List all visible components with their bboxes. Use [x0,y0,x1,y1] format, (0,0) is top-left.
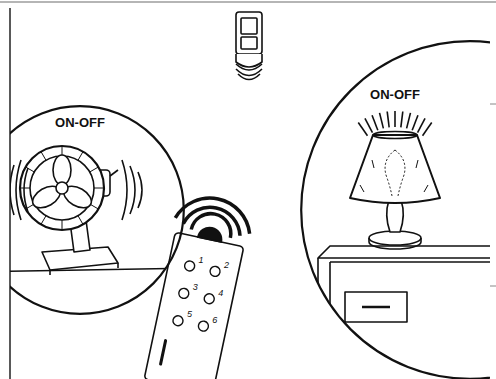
light-ray [365,118,373,132]
vibration-mark [130,166,135,214]
lamp-stand [387,200,404,232]
vibration-mark [16,160,21,220]
lamp-base [369,231,421,245]
grill-wire [90,167,99,172]
button-number: 4 [218,289,223,298]
light-ray [387,111,389,127]
drawer-handle [362,306,390,308]
fan-grill [20,146,104,230]
lamp-scene [318,111,490,379]
receiver-body [236,54,262,67]
fan-base [49,270,51,275]
light-ray [418,118,426,132]
frame-tick [490,104,496,105]
on-off-circle: ON-OFF [300,40,490,379]
circle-outline [10,105,185,315]
frame-tick [490,286,496,287]
remote-slot [161,341,166,364]
lamp-shade [350,135,440,203]
grill-wire [94,188,104,189]
light-ray [412,115,418,130]
remote-button [209,265,221,277]
remote-control [141,191,255,379]
remote-button [197,320,209,332]
grill-wire [20,188,30,189]
button-number: 1 [199,256,204,265]
switch-label: ON-OFF [55,116,105,130]
circle-outline [10,106,184,314]
light-ray [372,115,378,130]
fan-hub [56,182,68,194]
button-number: 5 [187,310,192,319]
receiver-socket [241,18,257,34]
remote-body [144,232,244,379]
button-number: 2 [224,261,229,270]
fan-guard [20,146,104,230]
table-front [317,258,319,379]
receiver-signal [236,69,262,76]
vibration-mark [10,165,14,215]
scene-clip: ON-OFF ON-OFF [10,4,490,379]
receiver-body [236,12,262,54]
remote-emitter [198,225,224,242]
lamp-base [369,238,421,249]
receiver-module [236,12,262,80]
receiver-window [241,37,257,49]
light-ray [380,113,384,129]
light-bulb [385,150,405,196]
light-ray [394,111,396,127]
fan-guard [30,156,94,220]
remote-buttons [172,260,221,332]
vibration-mark [122,160,127,220]
remote-signal [175,191,255,234]
light-glow [360,160,428,192]
receiver-signal [236,64,262,70]
grill-wire [62,220,63,230]
grill-wire [78,216,83,225]
circle-outline [301,41,490,379]
button-number: 3 [193,283,198,292]
fan-blade [53,155,71,185]
light-ray [401,111,403,127]
switch-label: ON-OFF [370,88,420,102]
remote-button [203,293,215,305]
remote-button [178,287,190,299]
light-ray [423,123,432,136]
on-off-circle: ON-OFF [10,105,185,315]
frame-top [0,1,496,3]
button-number: 6 [212,316,217,325]
grill-wire [41,216,46,225]
remote-button [172,315,184,327]
vibration-mark [24,168,28,212]
grill-wire [41,152,46,161]
light-ray [358,123,367,136]
table-drawer [345,292,407,322]
receiver-signal [238,74,260,80]
table-front [330,261,490,263]
lamp-shade [373,132,417,139]
table-front [329,262,331,379]
vibration-mark [138,172,142,208]
light-ray [407,113,411,129]
remote-button [184,260,196,272]
grill-wire [78,152,83,161]
fan-knob [110,170,118,176]
fan-base [117,263,119,268]
